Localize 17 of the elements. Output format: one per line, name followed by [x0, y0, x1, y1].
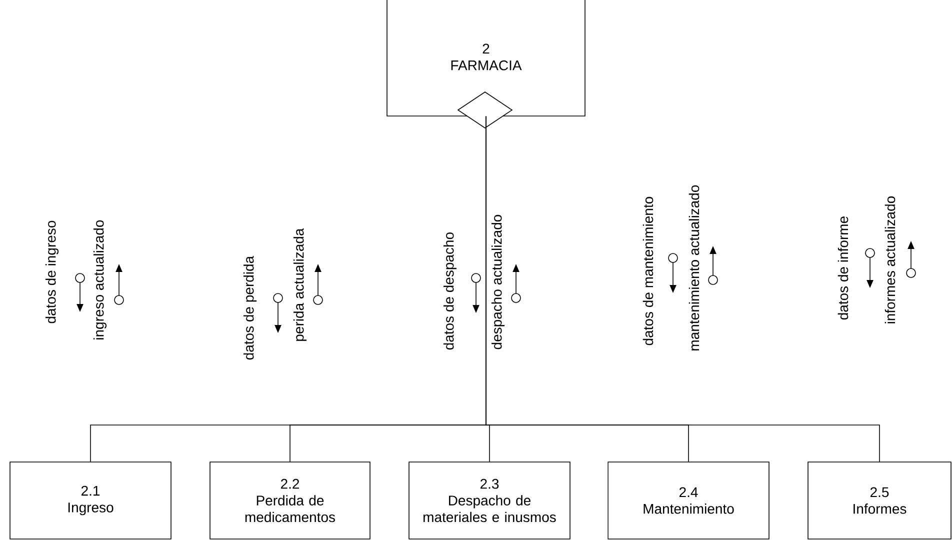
flow-label: datos de despacho: [443, 232, 457, 350]
module-box: 2.1 Ingreso: [10, 462, 172, 540]
flow-label: datos de mantenimiento: [642, 196, 654, 346]
module-box: 2.5 Informes: [808, 462, 952, 540]
flow-label: despacho actualizado: [491, 214, 505, 350]
flow-label: informes actualizado: [884, 196, 896, 324]
module-box: 2 FARMACIA: [386, 0, 586, 116]
flow-label: perida actualizada: [293, 228, 307, 341]
connector: [486, 116, 880, 462]
flow-label: mantenimiento actualizado: [688, 185, 700, 350]
module-box: 2.4 Mantenimiento: [608, 462, 770, 540]
flow-label: datos de ingreso: [45, 220, 59, 324]
flow-label: datos de informe: [838, 216, 848, 320]
module-box: 2.2 Perdida de medicamentos: [210, 462, 370, 540]
flow-label: ingreso actualizado: [93, 220, 107, 340]
module-box: 2.3 Despacho de materiales e inusmos: [408, 462, 570, 540]
flow-label: datos de perdida: [243, 256, 257, 360]
